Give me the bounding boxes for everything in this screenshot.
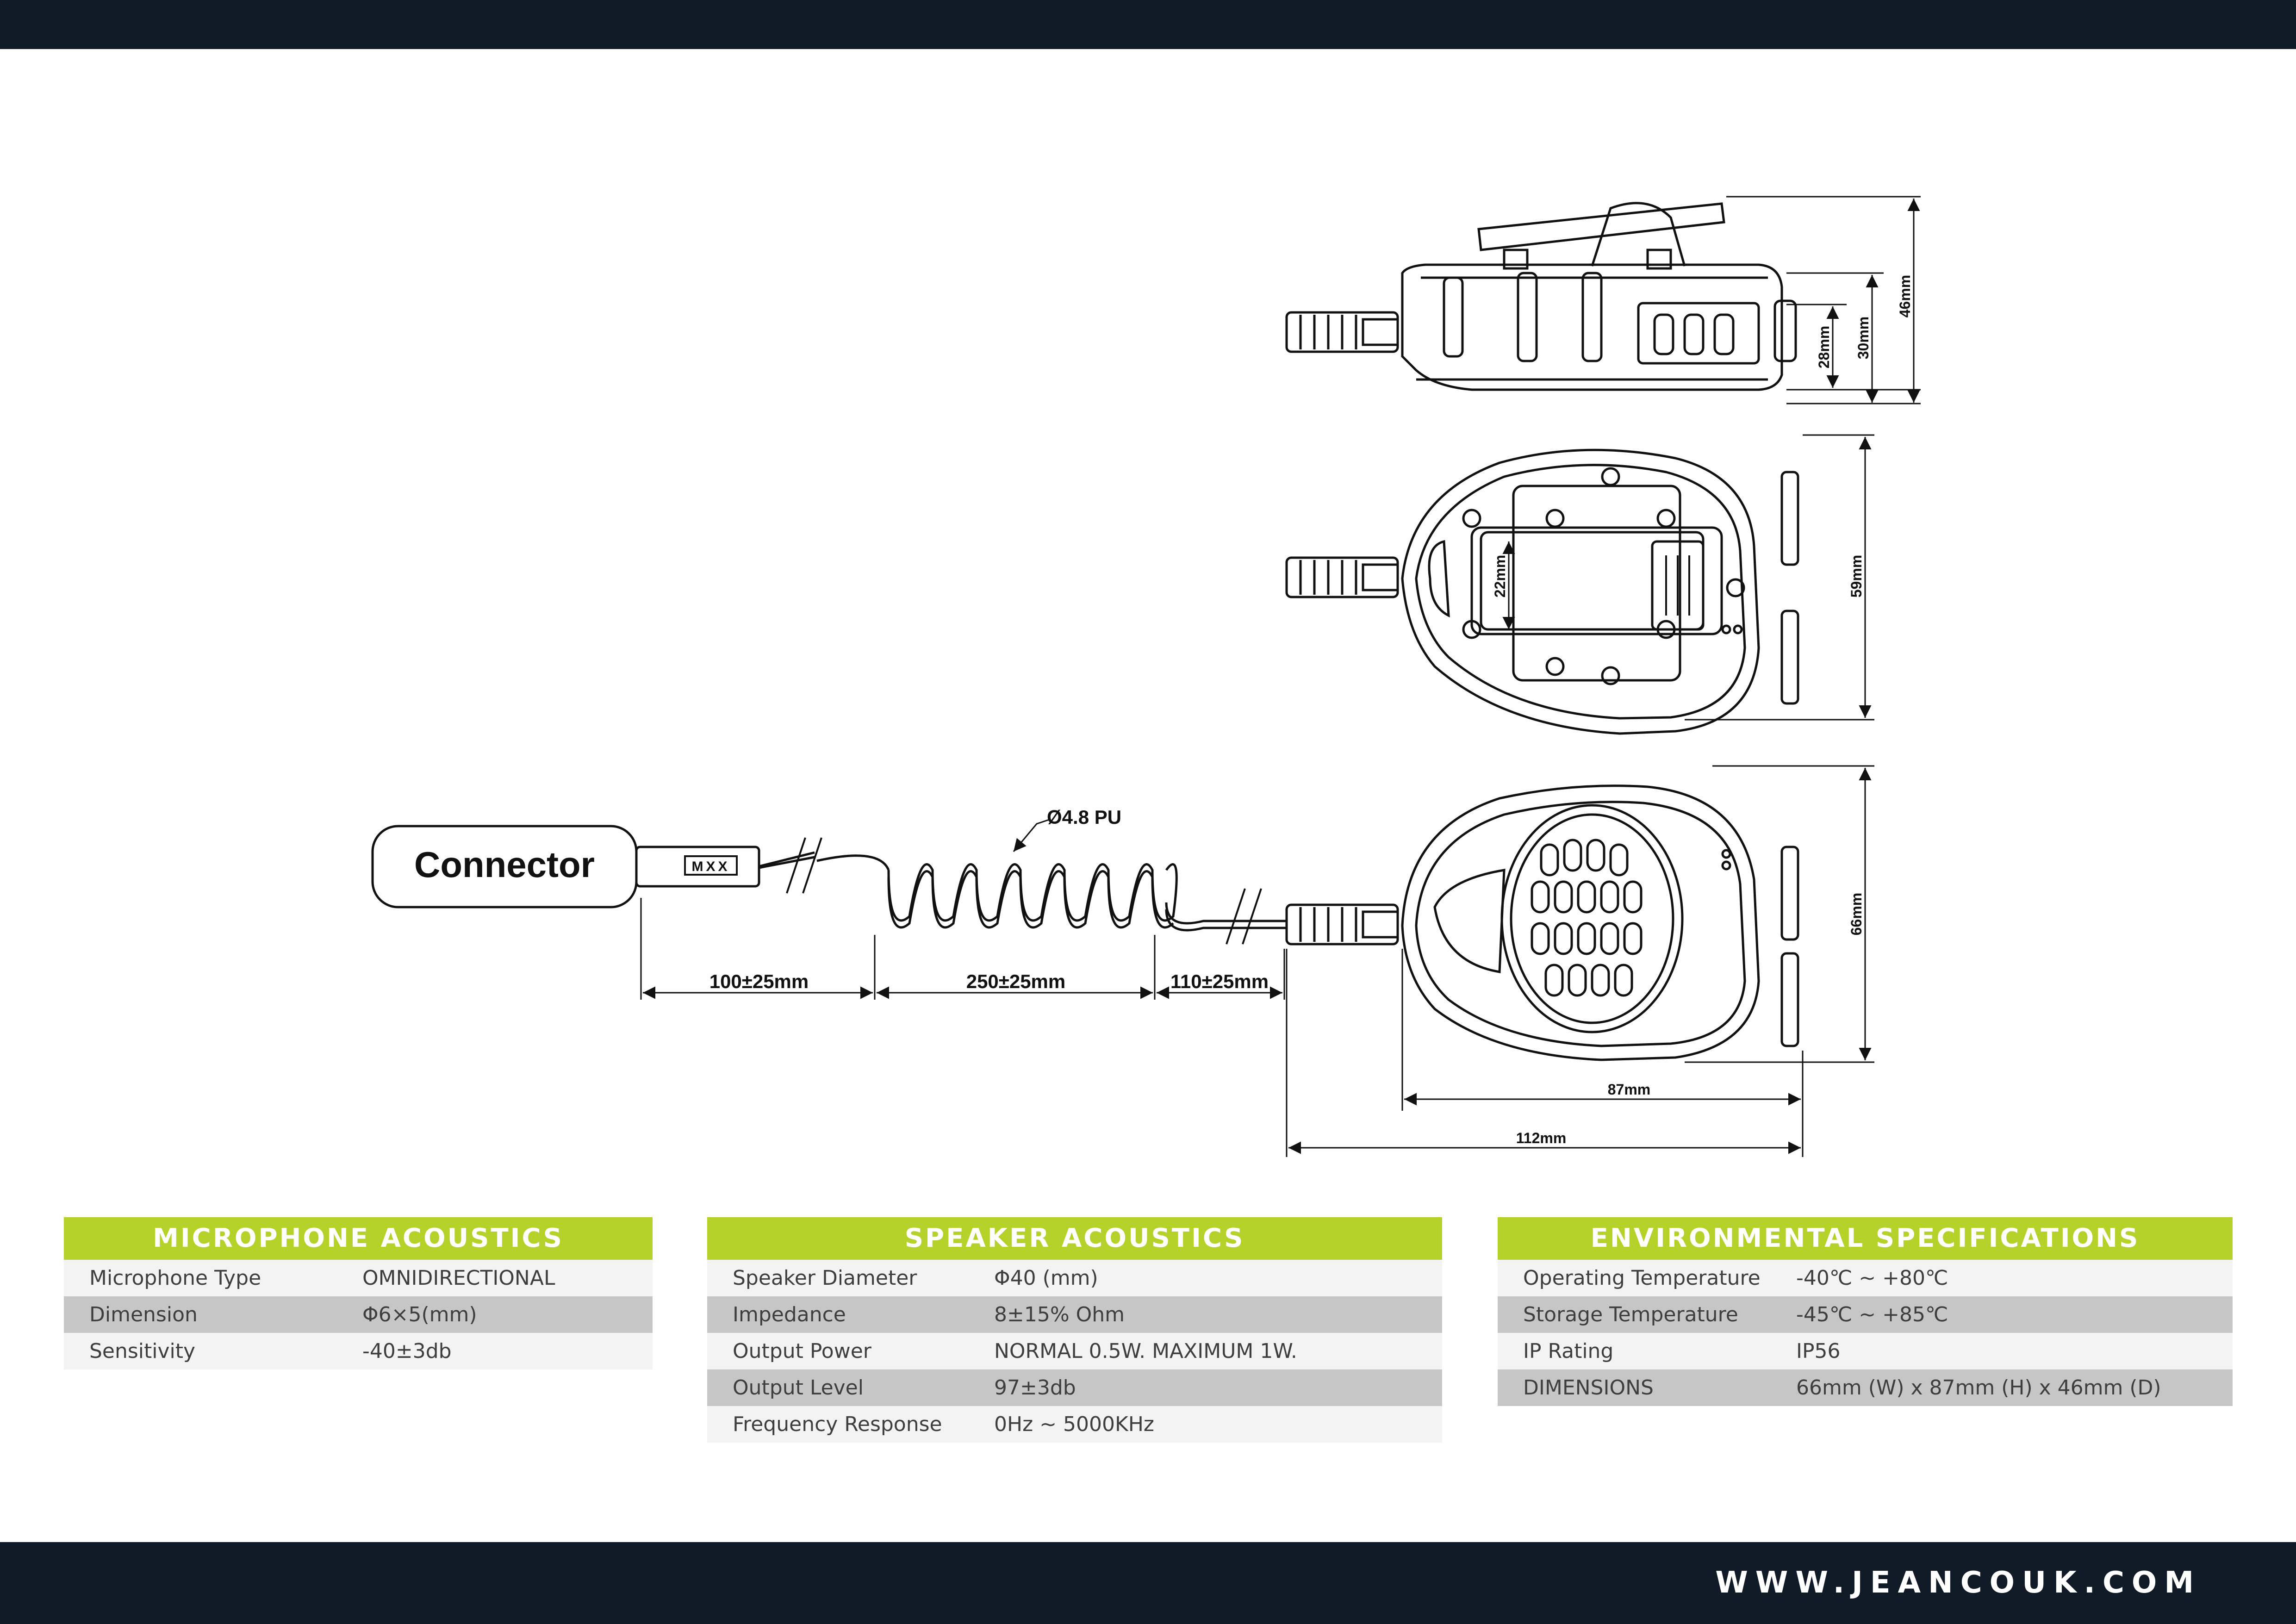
technical-drawing: Connector MXX Ø4.8 PU 100±25mm 250±25mm … <box>371 196 1921 1157</box>
table-row: Speaker Diameter Φ40 (mm) <box>707 1260 1442 1296</box>
spec-label: Speaker Diameter <box>733 1266 917 1290</box>
website-link[interactable]: WWW.JEANCOUK.COM <box>1715 1566 2201 1600</box>
spec-label: Frequency Response <box>733 1412 942 1436</box>
dim-front-87: 87mm <box>1608 1081 1651 1098</box>
spec-value: -45℃ ~ +85℃ <box>1796 1303 1948 1326</box>
dim-cable-2: 250±25mm <box>966 971 1066 992</box>
table-row: Output Power NORMAL 0.5W. MAXIMUM 1W. <box>707 1333 1442 1369</box>
spec-value: Φ40 (mm) <box>994 1266 1098 1290</box>
table-row: Operating Temperature -40℃ ~ +80℃ <box>1498 1260 2233 1296</box>
dim-back-22: 22mm <box>1492 555 1508 598</box>
table-row: Storage Temperature -45℃ ~ +85℃ <box>1498 1296 2233 1333</box>
spec-label: Dimension <box>89 1303 198 1326</box>
spec-value: NORMAL 0.5W. MAXIMUM 1W. <box>994 1339 1297 1363</box>
spec-label: Sensitivity <box>89 1339 196 1363</box>
table-row: Microphone Type OMNIDIRECTIONAL <box>64 1260 653 1296</box>
spec-label: IP Rating <box>1523 1339 1614 1363</box>
spec-label: Storage Temperature <box>1523 1303 1738 1326</box>
spec-value: 0Hz ~ 5000KHz <box>994 1412 1155 1436</box>
spec-value: OMNIDIRECTIONAL <box>362 1266 555 1290</box>
dim-side-30: 30mm <box>1855 317 1872 360</box>
spec-value: -40℃ ~ +80℃ <box>1796 1266 1948 1290</box>
dim-cable-1: 100±25mm <box>709 971 809 992</box>
cable-drawing <box>371 818 1287 945</box>
spec-value: 97±3db <box>994 1376 1076 1400</box>
footer-bar: WWW.JEANCOUK.COM <box>0 1542 2296 1624</box>
table-row: Dimension Φ6×5(mm) <box>64 1296 653 1333</box>
dim-cable-3: 110±25mm <box>1170 971 1269 992</box>
dim-front-66: 66mm <box>1848 893 1865 936</box>
top-bar <box>0 0 2296 49</box>
spec-label: Output Level <box>733 1376 864 1400</box>
table-row: Frequency Response 0Hz ~ 5000KHz <box>707 1406 1442 1443</box>
microphone-acoustics-table: MICROPHONE ACOUSTICS Microphone Type OMN… <box>64 1217 653 1369</box>
table-row: DIMENSIONS 66mm (W) x 87mm (H) x 46mm (D… <box>1498 1369 2233 1406</box>
spec-value: -40±3db <box>362 1339 452 1363</box>
cable-spec-label: Ø4.8 PU <box>1047 806 1121 828</box>
environmental-specifications-table: ENVIRONMENTAL SPECIFICATIONS Operating T… <box>1498 1217 2233 1406</box>
spec-label: Output Power <box>733 1339 871 1363</box>
spec-value: IP56 <box>1796 1339 1841 1363</box>
table-row: Output Level 97±3db <box>707 1369 1442 1406</box>
dim-side-28: 28mm <box>1816 326 1832 369</box>
environmental-specifications-title: ENVIRONMENTAL SPECIFICATIONS <box>1498 1217 2233 1260</box>
dim-back-59: 59mm <box>1848 555 1865 598</box>
plug-marking: MXX <box>691 859 730 874</box>
table-row: IP Rating IP56 <box>1498 1333 2233 1369</box>
front-view-drawing <box>1285 784 1799 1061</box>
dim-total-112: 112mm <box>1516 1130 1567 1146</box>
dim-side-46: 46mm <box>1897 275 1913 318</box>
spec-value: 66mm (W) x 87mm (H) x 46mm (D) <box>1796 1376 2161 1400</box>
back-view-drawing <box>1285 448 1799 735</box>
side-view-drawing <box>1285 202 1797 391</box>
spec-value: 8±15% Ohm <box>994 1303 1125 1326</box>
speaker-acoustics-title: SPEAKER ACOUSTICS <box>707 1217 1442 1260</box>
table-row: Sensitivity -40±3db <box>64 1333 653 1369</box>
spec-label: Operating Temperature <box>1523 1266 1761 1290</box>
spec-label: Microphone Type <box>89 1266 261 1290</box>
table-row: Impedance 8±15% Ohm <box>707 1296 1442 1333</box>
speaker-acoustics-table: SPEAKER ACOUSTICS Speaker Diameter Φ40 (… <box>707 1217 1442 1443</box>
connector-label: Connector <box>414 844 595 885</box>
microphone-acoustics-title: MICROPHONE ACOUSTICS <box>64 1217 653 1260</box>
spec-label: DIMENSIONS <box>1523 1376 1654 1400</box>
spec-label: Impedance <box>733 1303 846 1326</box>
spec-value: Φ6×5(mm) <box>362 1303 477 1326</box>
